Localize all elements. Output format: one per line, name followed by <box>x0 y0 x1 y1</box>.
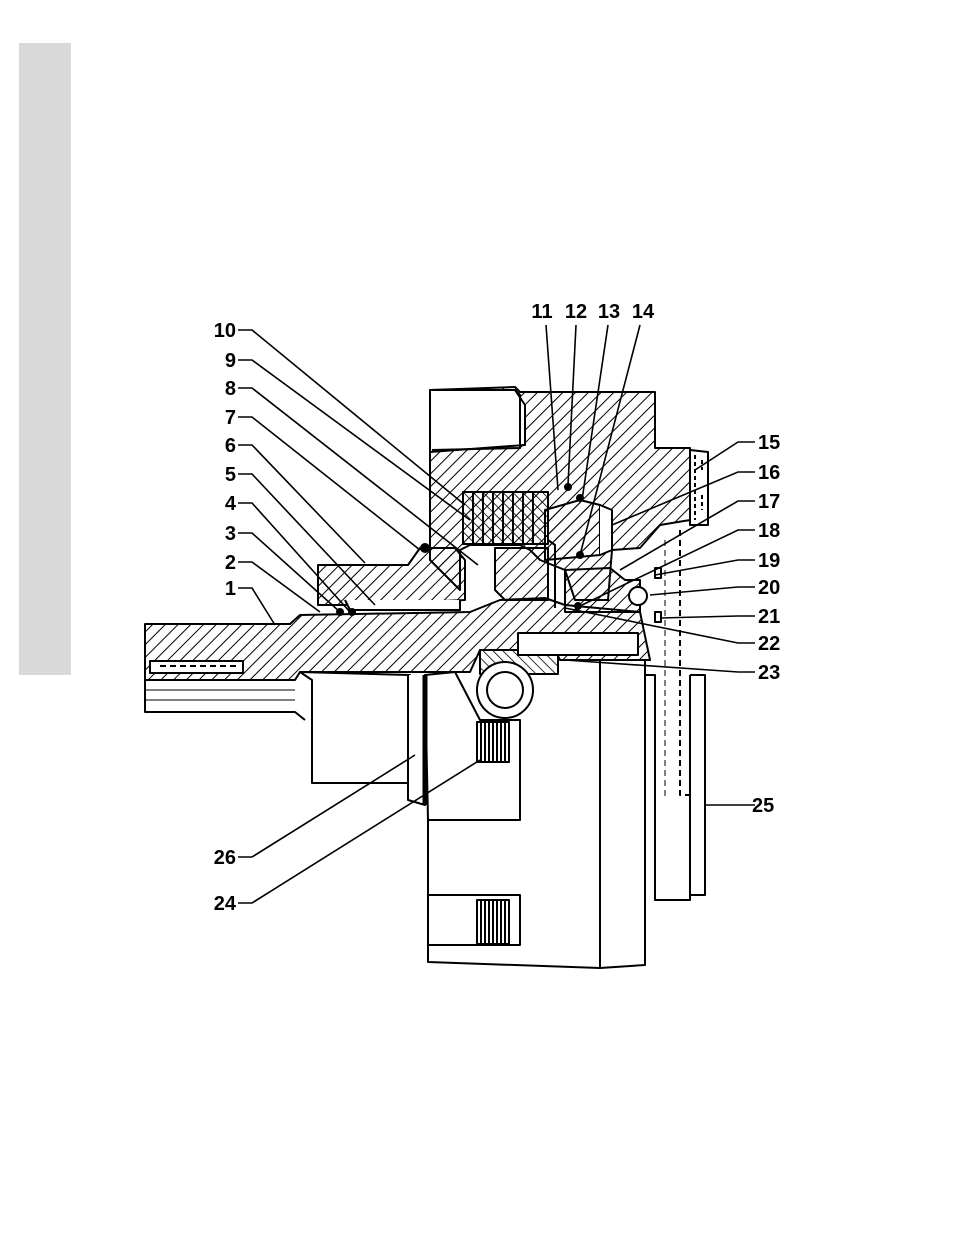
callout-4: 4 <box>225 493 237 515</box>
callout-20: 20 <box>758 577 780 599</box>
callout-18: 18 <box>758 520 780 542</box>
callout-2: 2 <box>225 552 236 574</box>
callout-16: 16 <box>758 462 780 484</box>
callout-23: 23 <box>758 662 780 684</box>
callouts-bottom: 26 24 <box>214 847 237 915</box>
callout-3: 3 <box>225 523 236 545</box>
callout-14: 14 <box>632 301 655 323</box>
housing-top-window <box>430 390 525 452</box>
callout-7: 7 <box>225 407 236 429</box>
callouts-right: 15 16 17 18 19 20 21 22 23 25 <box>752 432 780 817</box>
outer-flange <box>690 450 708 525</box>
callout-21: 21 <box>758 606 780 628</box>
callouts-left: 10 9 8 7 6 5 4 3 2 1 <box>214 320 237 600</box>
callout-5: 5 <box>225 464 236 486</box>
disc-pack <box>463 492 548 544</box>
callout-11: 11 <box>531 301 552 323</box>
callout-17: 17 <box>758 491 780 513</box>
hub-housing <box>318 548 465 605</box>
inner-hub <box>495 548 548 600</box>
callout-13: 13 <box>598 301 620 323</box>
callout-26: 26 <box>214 847 236 869</box>
pinion-upper <box>477 722 509 762</box>
pinion-lower <box>477 900 509 944</box>
callouts-top: 11 12 13 14 <box>531 301 655 323</box>
callout-24: 24 <box>214 893 237 915</box>
callout-25: 25 <box>752 795 774 817</box>
lower-body <box>300 672 410 783</box>
callout-22: 22 <box>758 633 780 655</box>
bearing-ball <box>629 587 647 605</box>
callout-9: 9 <box>225 350 236 372</box>
callout-1: 1 <box>225 578 236 600</box>
callout-10: 10 <box>214 320 236 342</box>
callout-6: 6 <box>225 435 236 457</box>
callout-19: 19 <box>758 550 780 572</box>
callout-15: 15 <box>758 432 780 454</box>
callout-8: 8 <box>225 378 236 400</box>
callout-12: 12 <box>565 301 587 323</box>
